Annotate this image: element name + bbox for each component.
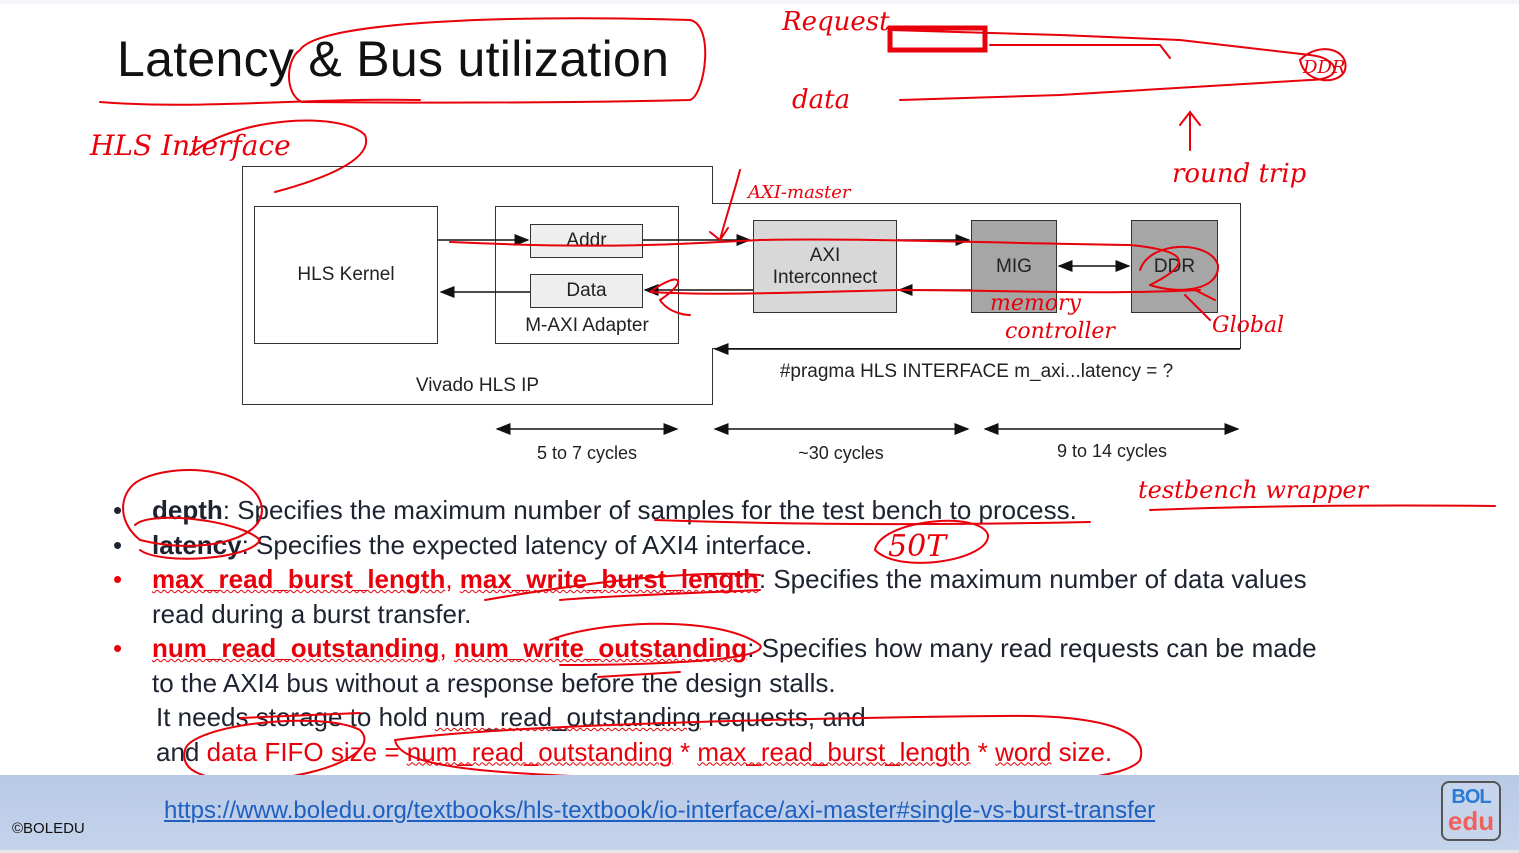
bullet-outstanding: • num_read_outstanding, num_write_outsta… [113,631,1453,700]
bullet-dot: • [113,564,123,594]
bullet-latency: • latency: Specifies the expected latenc… [113,528,1453,563]
annotation-hls-interface: HLS Interface [89,129,291,162]
bullet-depth: • depth: Specifies the maximum number of… [113,493,1453,528]
bullet-term-2: num_write_outstanding [453,633,748,663]
logo-top-text: BOL [1443,786,1499,808]
annotation-round-trip: round trip [1172,159,1307,189]
hls-kernel-label: HLS Kernel [297,264,395,285]
bullet-list: • depth: Specifies the maximum number of… [113,493,1453,769]
boledu-logo: BOL edu [1441,781,1501,841]
annotation-ddr: DDR [1302,57,1345,78]
bullet-term: latency [152,529,242,560]
bullet-text: : Specifies the maximum number of sample… [222,495,1077,525]
note-text: and [156,736,207,767]
bullet-text: : Specifies how many read requests can b… [747,633,1317,663]
data-label: Data [566,280,607,301]
addr-label: Addr [566,230,607,251]
cycles-label-2: ~30 cycles [798,443,884,463]
operator: * [970,736,996,767]
separator: , [439,633,454,663]
top-strip [0,0,1519,4]
pragma-label: #pragma HLS INTERFACE m_axi...latency = … [779,361,1174,382]
bullet-dot: • [113,529,123,560]
axi-interconnect-box: AXI Interconnect [753,220,897,313]
note-text: It needs storage to hold [156,702,435,732]
footer-bar [0,775,1519,850]
mig-box: MIG [971,220,1057,313]
note-term: num_read_outstanding [434,702,701,732]
annotation-axi-master: AXI-master [746,182,852,203]
hls-kernel-box: HLS Kernel [254,206,438,344]
bullet-text-cont: to the AXI4 bus without a response befor… [152,667,836,698]
bullet-term-2: max_write_burst_length [459,564,759,594]
bullet-term: depth [152,495,223,525]
bullet-text: : Specifies the maximum number of data v… [758,564,1307,594]
axi-interconnect-label-1: AXI [809,244,841,266]
note-text: size. [1051,736,1113,767]
m-axi-adapter-label: M-AXI Adapter [525,315,649,336]
ddr-box: DDR [1131,220,1218,313]
ddr-label: DDR [1153,255,1196,277]
bullet-dot: • [113,495,123,525]
bullet-dot: • [113,633,123,663]
axi-interconnect-label-2: Interconnect [772,266,878,288]
annotation-data: data [792,85,850,115]
mig-label: MIG [996,255,1032,277]
annotation-request: Request [781,7,890,37]
data-box: Data [530,274,643,308]
separator: , [445,564,460,594]
fifo-size-label: data FIFO size = [206,736,407,767]
slide-title: Latency & Bus utilization [117,31,670,87]
operator: * [672,736,698,767]
bullet-term: max_read_burst_length [152,564,446,594]
addr-box: Addr [530,224,643,258]
bullet-text-cont: read during a burst transfer. [152,598,472,629]
copyright-label: ©BOLEDU [12,820,85,837]
note-line-1: It needs storage to hold num_read_outsta… [113,700,1453,735]
note-term: num_read_outstanding [406,736,673,767]
footer-divider [0,850,1519,853]
textbook-link[interactable]: https://www.boledu.org/textbooks/hls-tex… [164,797,1156,824]
bullet-burst-length: • max_read_burst_length, max_write_burst… [113,562,1453,631]
note-term: word [995,736,1052,767]
bullet-term: num_read_outstanding [152,633,440,663]
vivado-hls-ip-label: Vivado HLS IP [415,375,540,396]
note-line-2: and data FIFO size = num_read_outstandin… [113,735,1453,770]
logo-bol: BOL [1451,786,1491,808]
cycles-label-3: 9 to 14 cycles [1056,441,1168,461]
note-term: max_read_burst_length [697,736,971,767]
bullet-text: : Specifies the expected latency of AXI4… [241,529,813,560]
logo-bottom-text: edu [1447,806,1495,836]
note-text: requests, and [700,702,866,732]
cycles-label-1: 5 to 7 cycles [536,443,638,463]
